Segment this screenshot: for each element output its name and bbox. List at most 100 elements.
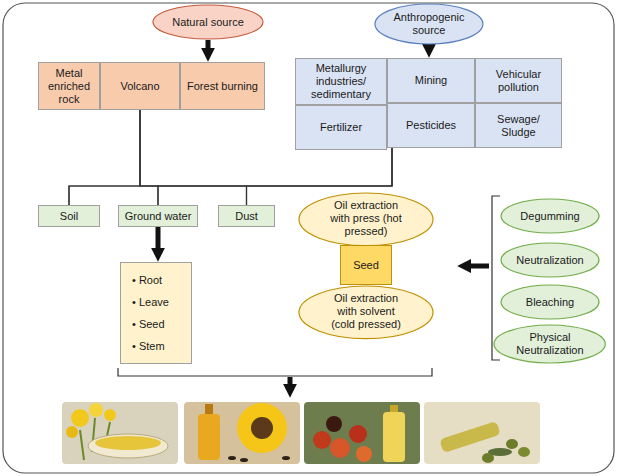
refining-step: Physical Neutralization (493, 324, 606, 364)
seed (282, 456, 290, 460)
palm-fruit (326, 416, 342, 432)
source-box: Forest burning (180, 62, 265, 110)
extraction-ellipse: Oil extraction with solvent (cold presse… (298, 285, 434, 340)
oil-bowl (88, 434, 168, 458)
node-content: Fertilizer (299, 121, 383, 134)
node-text: Pesticides (391, 119, 471, 132)
ellipse-shape (375, 4, 483, 44)
olive-oil-photo (424, 402, 540, 464)
node-text: Physical Neutralization (510, 331, 590, 357)
node-text: • Seed (132, 313, 188, 335)
node-text: Fertilizer (299, 121, 383, 134)
mustard-oil-photo (62, 402, 178, 464)
source-box: Pesticides (387, 103, 475, 148)
oil-bottle (383, 412, 405, 462)
ellipse-shape (494, 325, 605, 363)
source-box: Sewage/ Sludge (475, 103, 562, 148)
node-content: Oil extraction with solvent (cold presse… (326, 292, 406, 331)
node-content: Soil (42, 210, 96, 223)
node-text: Oil extraction with solvent (cold presse… (326, 292, 406, 331)
node-text: Vehicular pollution (479, 68, 558, 94)
source-box: Metal enriched rock (38, 62, 100, 110)
sunflower-center (251, 417, 273, 439)
flower (104, 409, 116, 421)
ellipse-shape (501, 285, 599, 319)
flower (71, 409, 89, 427)
node-content: Degumming (520, 210, 579, 223)
refining-arrow (467, 264, 489, 269)
photo-ground (184, 402, 300, 464)
plant-part-list: • Root• Leave• Seed• Stem (120, 262, 192, 364)
flower (66, 426, 78, 438)
node-text: Natural source (172, 16, 244, 29)
source-box: Mining (387, 58, 475, 103)
node-content: Bleaching (526, 296, 574, 309)
node-content: Ground water (122, 210, 194, 223)
node-content: Sewage/ Sludge (479, 113, 558, 139)
medium-box: Dust (218, 205, 275, 227)
oil-bottle (439, 421, 500, 453)
outer-frame (3, 3, 614, 473)
source-ellipse: Natural source (152, 4, 264, 40)
source-box: Volcano (100, 62, 180, 110)
node-text: • Leave (132, 291, 188, 313)
refining-step: Bleaching (500, 284, 600, 320)
medium-box: Soil (38, 205, 100, 227)
oil-bottle (198, 414, 220, 460)
connector (156, 227, 161, 252)
ellipse-shape (299, 193, 433, 246)
connector (140, 110, 247, 205)
node-text: Bleaching (526, 296, 574, 309)
merge-line (118, 368, 432, 376)
olive (518, 447, 530, 457)
node-content: Mining (391, 74, 471, 87)
connector (426, 45, 431, 48)
node-content: Forest burning (184, 80, 261, 93)
ellipse-shape (153, 5, 263, 39)
palm-fruit (313, 431, 331, 449)
node-content: Oil extraction with press (hot pressed) (326, 199, 406, 238)
palm-fruit (330, 438, 350, 458)
node-content: Anthropogenic source (389, 11, 469, 37)
source-box: Fertilizer (295, 105, 387, 150)
connector (140, 110, 158, 205)
medium-box: Ground water (118, 205, 198, 227)
node-content: Vehicular pollution (479, 68, 558, 94)
node-content: Neutralization (516, 254, 583, 267)
palm-fruit (356, 446, 372, 462)
seed-box: Seed (340, 245, 392, 285)
source-box: Metallurgy industries/ sedimentary (295, 58, 387, 105)
sunflower-oil-photo (184, 402, 300, 464)
oil-surface (95, 436, 161, 450)
node-text: Mining (391, 74, 471, 87)
node-text: Forest burning (184, 80, 261, 93)
node-content: Physical Neutralization (510, 331, 590, 357)
source-ellipse: Anthropogenic source (374, 3, 484, 45)
connector (206, 40, 211, 52)
product-arrow (288, 377, 293, 388)
palm-oil-photo (304, 402, 420, 464)
photo-ground (62, 402, 178, 464)
olive (482, 453, 494, 463)
node-text: Sewage/ Sludge (479, 113, 558, 139)
node-text: Soil (42, 210, 96, 223)
node-content: Volcano (104, 80, 176, 93)
olive (506, 439, 518, 449)
node-text: Anthropogenic source (389, 11, 469, 37)
node-content: Pesticides (391, 119, 471, 132)
node-text: • Root (132, 269, 188, 291)
refining-step: Neutralization (500, 242, 600, 278)
ellipse-shape (501, 243, 599, 277)
node-text: • Stem (132, 335, 188, 357)
seed (240, 458, 248, 462)
flower (89, 403, 103, 417)
extraction-ellipse: Oil extraction with press (hot pressed) (298, 192, 434, 247)
node-text: Metal enriched rock (42, 67, 96, 106)
seed (228, 456, 236, 460)
node-text: Neutralization (516, 254, 583, 267)
photo-ground (424, 402, 540, 464)
process-bracket (492, 196, 500, 360)
node-content: Metallurgy industries/ sedimentary (299, 62, 383, 101)
node-content: Seed (344, 259, 388, 272)
